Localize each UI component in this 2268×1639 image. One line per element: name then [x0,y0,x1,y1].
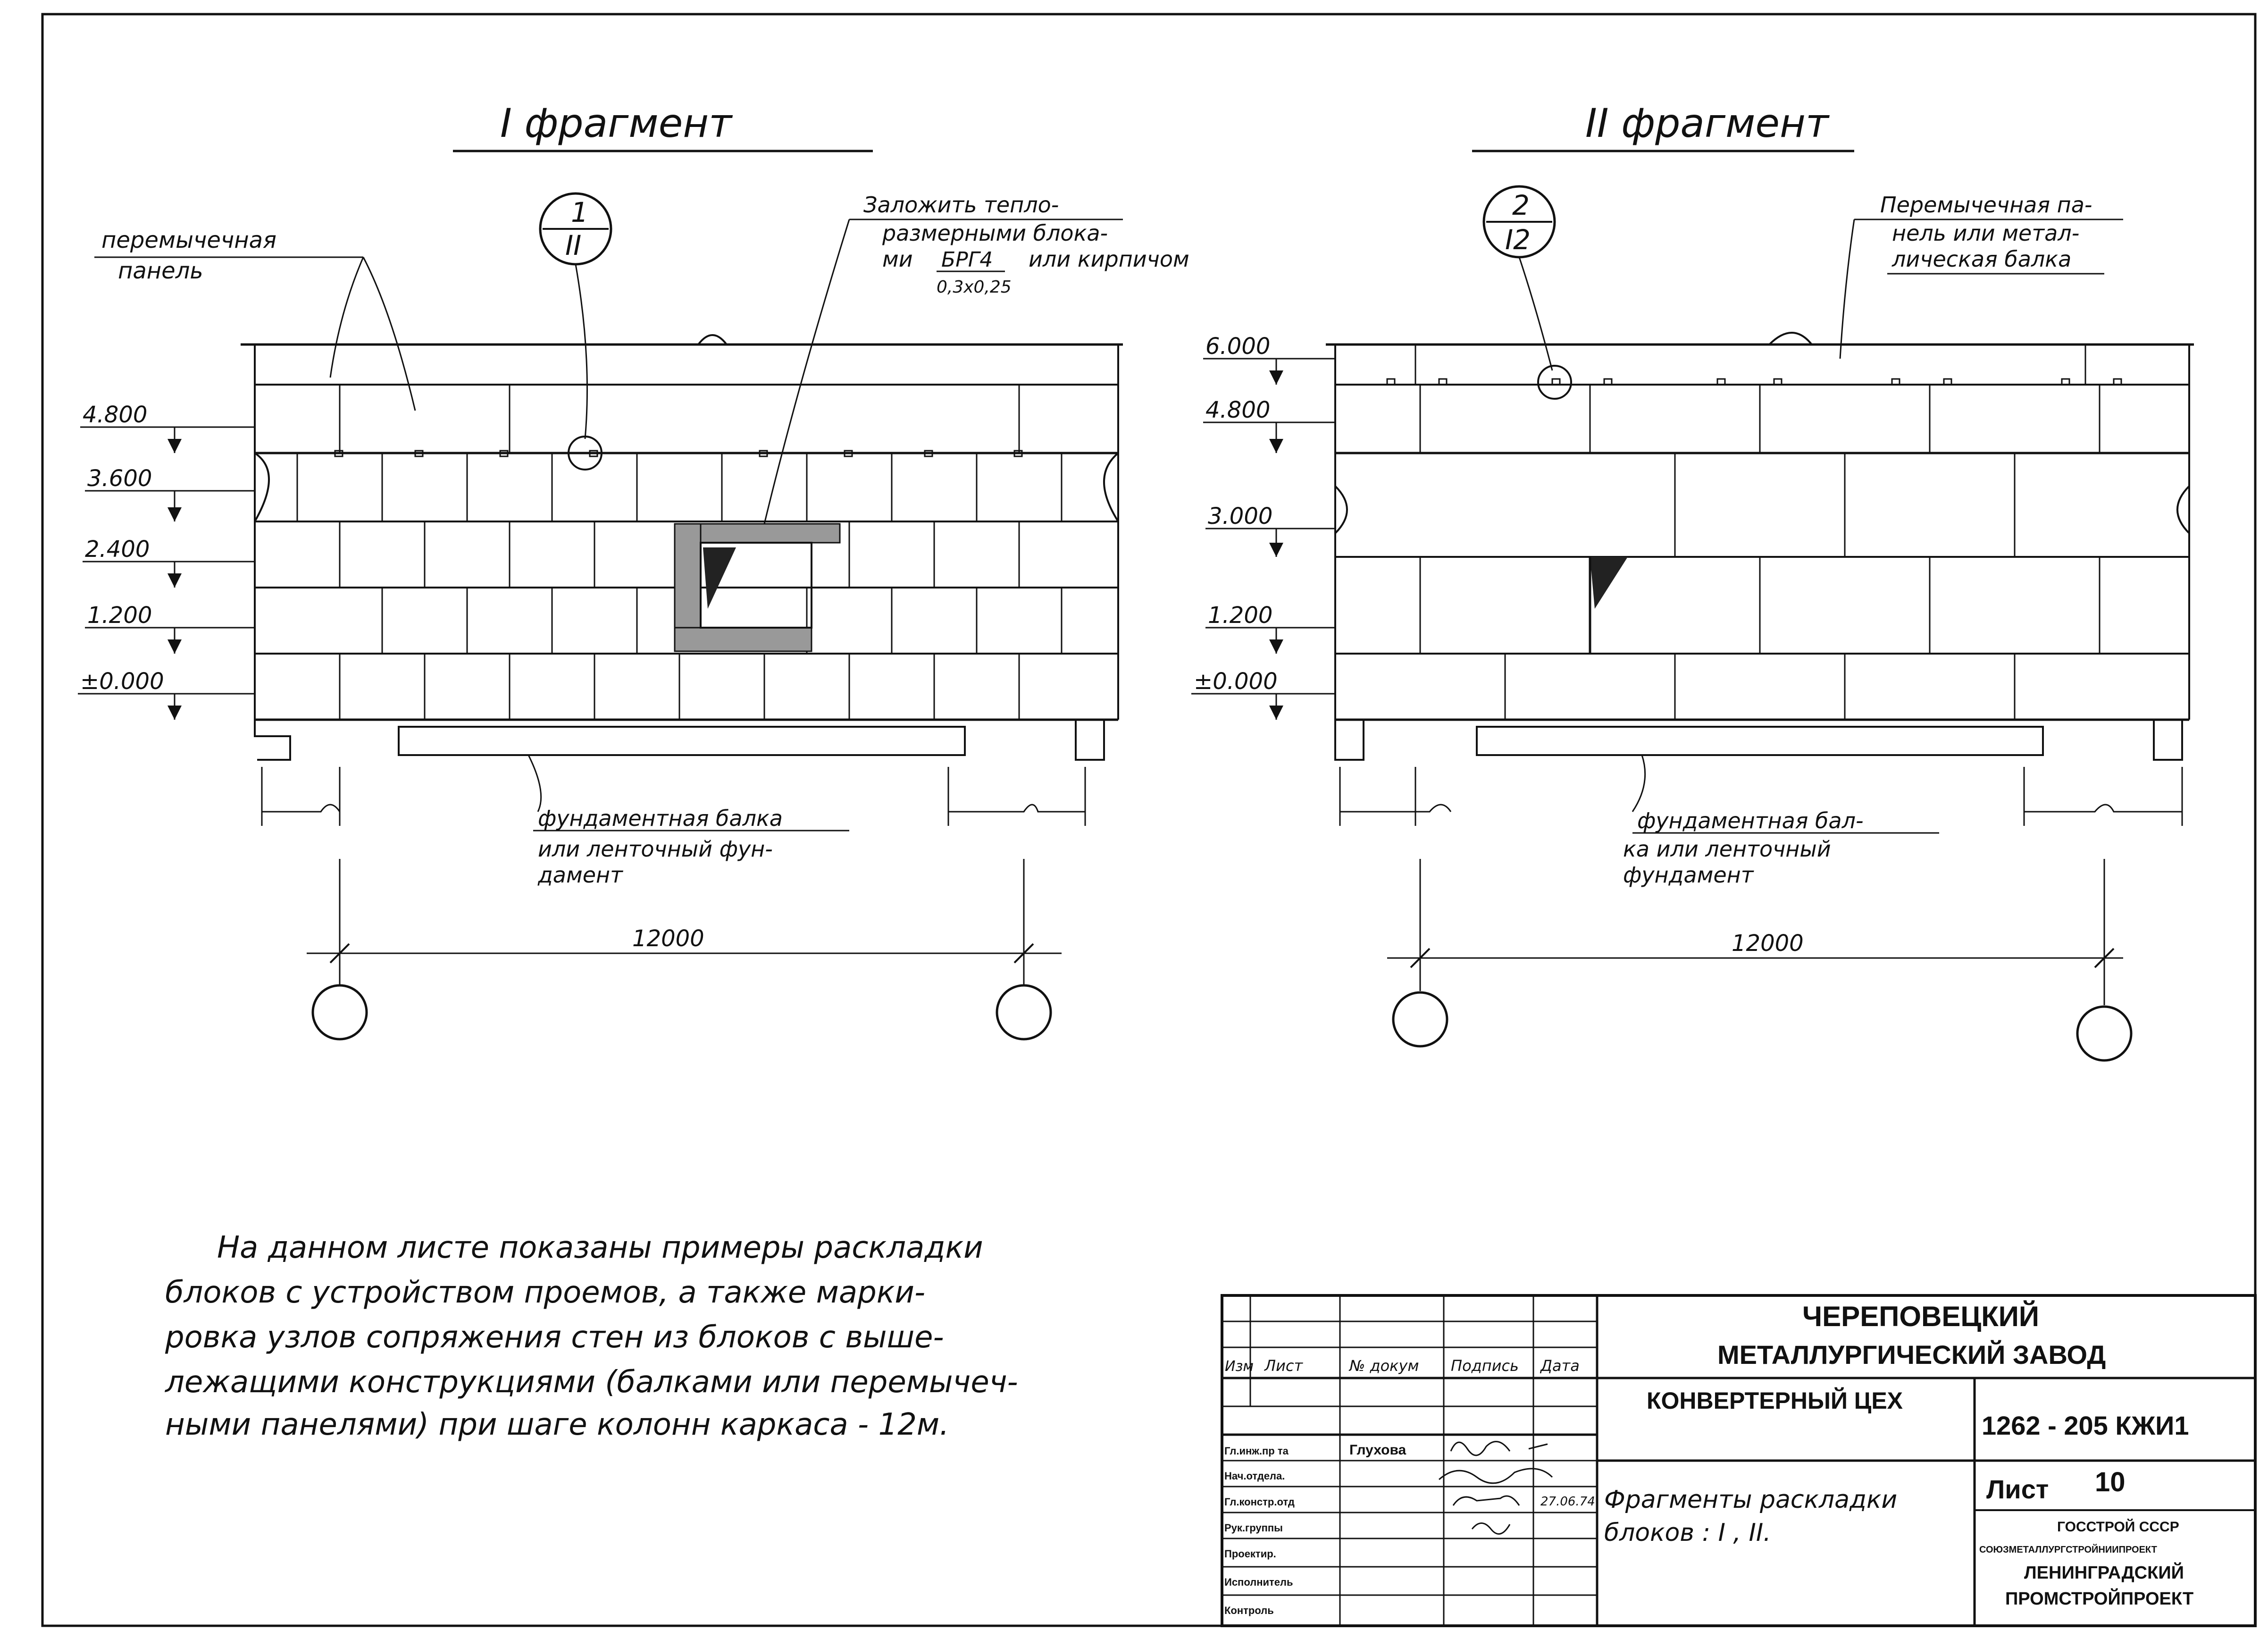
role-label: Исполнитель [1224,1576,1293,1588]
fragment-1-opening [674,523,841,652]
fragment-1-panel-label: перемычечная панель [94,227,416,411]
span-dimension-label: 12000 [1732,930,1804,957]
grid-axis-bubble [311,984,368,1041]
fragment-2-title: II фрагмент [1585,100,1830,146]
role-label: Гл.констр.отд [1224,1496,1295,1508]
level-mark: 1.200 [1208,602,1272,629]
fragment-2: II фрагмент [1191,100,2194,1062]
panel-label-line-2: панель [118,258,203,284]
panel-label-line-2: нель или метал- [1892,220,2079,246]
note-line: На данном листе показаны примеры расклад… [217,1230,983,1265]
note-line: ровка узлов сопряжения стен из блоков с … [165,1320,944,1355]
panel-label-line-1: Перемычечная па- [1880,192,2092,218]
beam-label-line-3: дамент [537,862,623,888]
fill-label-block-mark: БРГ4 [941,248,993,272]
fragment-2-foundation: фундаментная бал- ка или ленточный фунда… [1334,720,2183,888]
fragment-1-node-callout: 1 II [539,192,612,471]
fill-label-block-size: 0,3х0,25 [937,277,1012,297]
beam-label-line-2: ка или ленточный [1623,836,1831,862]
fragment-1-title: I фрагмент [500,100,733,146]
beam-label-line-1: фундаментная балка [538,806,783,831]
node-callout-1-bottom: II [565,229,581,261]
fragment-2-span-dimension: 12000 [1387,859,2133,1062]
fill-label-tail: или кирпичом [1029,246,1189,272]
level-mark: 3.000 [1208,503,1272,530]
institute-line-2: ПРОМСТРОЙПРОЕКТ [2005,1588,2193,1609]
sheet-border [41,13,2257,1627]
fragment-1-span-dimension: 12000 [307,859,1062,1041]
node-callout-2-bottom: I2 [1505,224,1531,256]
note-line: блоков с устройством проемов, а также ма… [165,1275,925,1310]
panel-label-line-1: перемычечная [101,227,276,253]
drawing-title-line-1: Фрагменты раскладки [1604,1486,1897,1514]
fragment-1: I фрагмент [78,100,1189,1041]
soyuz-label: СОЮЗМЕТАЛЛУРГСТРОЙНИИПРОЕКТ [1979,1544,2157,1555]
fill-label-line-2: размерными блока- [882,220,1108,246]
org-name-line-1: ЧЕРЕПОВЕЦКИЙ [1802,1301,2039,1332]
fragment-2-panel-label: Перемычечная па- нель или метал- лическа… [1839,192,2123,359]
fragment-1-wall [241,334,1123,721]
beam-label-line-2: или ленточный фун- [538,836,773,862]
sheet-note: На данном листе показаны примеры расклад… [164,1230,1018,1442]
org-name-line-2: МЕТАЛЛУРГИЧЕСКИЙ ЗАВОД [1717,1340,2106,1370]
beam-label-line-1: фундаментная бал- [1637,808,1864,833]
role-label: Гл.инж.пр та [1224,1445,1289,1457]
level-mark: 1.200 [87,602,152,629]
institute-line-1: ЛЕНИНГРАДСКИЙ [2024,1562,2184,1583]
shop-name: КОНВЕРТЕРНЫЙ ЦЕХ [1647,1387,1903,1414]
col-date: Дата [1540,1357,1580,1375]
note-line: лежащими конструкциями (балками или пере… [164,1365,1018,1400]
sheet-number: 10 [2095,1467,2126,1497]
panel-label-line-3: лическая балка [1891,246,2071,272]
grid-axis-bubble [1392,991,1448,1048]
signature-scribbles [1439,1441,1553,1535]
fragment-1-foundation: фундаментная балка или ленточный фун- да… [254,720,1105,888]
grid-axis-bubble [996,984,1052,1041]
node-callout-2-top: 2 [1512,189,1530,221]
role-label: Контроль [1224,1605,1274,1616]
level-mark: ±0.000 [1194,668,1278,695]
fragment-2-levels: 6.000 4.800 3.000 1.200 ±0.000 [1191,333,1335,720]
fragment-1-fill-label: Заложить тепло- размерными блока- ми БРГ… [763,192,1189,524]
col-list: Лист [1264,1357,1303,1375]
fill-label-line-1: Заложить тепло- [863,192,1059,218]
gosstroy-label: ГОССТРОЙ СССР [2057,1519,2179,1535]
level-mark: ±0.000 [80,668,164,695]
drawing-title-line-2: блоков : I , II. [1604,1519,1771,1547]
approval-date: 27.06.74 [1540,1495,1595,1509]
level-mark: 2.400 [85,536,150,563]
note-line: ными панелями) при шаге колонн каркаса -… [165,1407,949,1442]
grid-axis-bubble [2076,1005,2133,1062]
span-dimension-label: 12000 [632,925,704,952]
col-sign: Подпись [1451,1357,1519,1375]
col-izm: Изм [1225,1358,1254,1375]
fill-label-line-3: ми [882,246,913,272]
role-label: Нач.отдела. [1224,1470,1285,1482]
fragment-1-levels: 4.800 3.600 2.400 1.200 ±0.000 [78,402,255,720]
level-mark: 3.600 [87,465,152,492]
level-mark: 4.800 [1205,397,1270,423]
level-mark: 6.000 [1205,333,1270,360]
node-callout-1-top: 1 [571,196,588,228]
chief-engineer-name: Глухова [1349,1442,1406,1458]
role-label: Проектир. [1224,1548,1276,1560]
drawing-code: 1262 - 205 КЖИ1 [1982,1411,2189,1440]
title-block: ЧЕРЕПОВЕЦКИЙ МЕТАЛЛУРГИЧЕСКИЙ ЗАВОД КОНВ… [1221,1294,2257,1627]
sheet-label: Лист [1986,1474,2049,1504]
fragment-2-node-callout: 2 I2 [1482,185,1572,400]
role-label: Рук.группы [1224,1522,1283,1534]
col-doc: № докум [1348,1357,1419,1375]
level-mark: 4.800 [83,402,147,428]
fragment-2-wall [1326,332,2194,721]
beam-label-line-3: фундамент [1623,862,1754,888]
